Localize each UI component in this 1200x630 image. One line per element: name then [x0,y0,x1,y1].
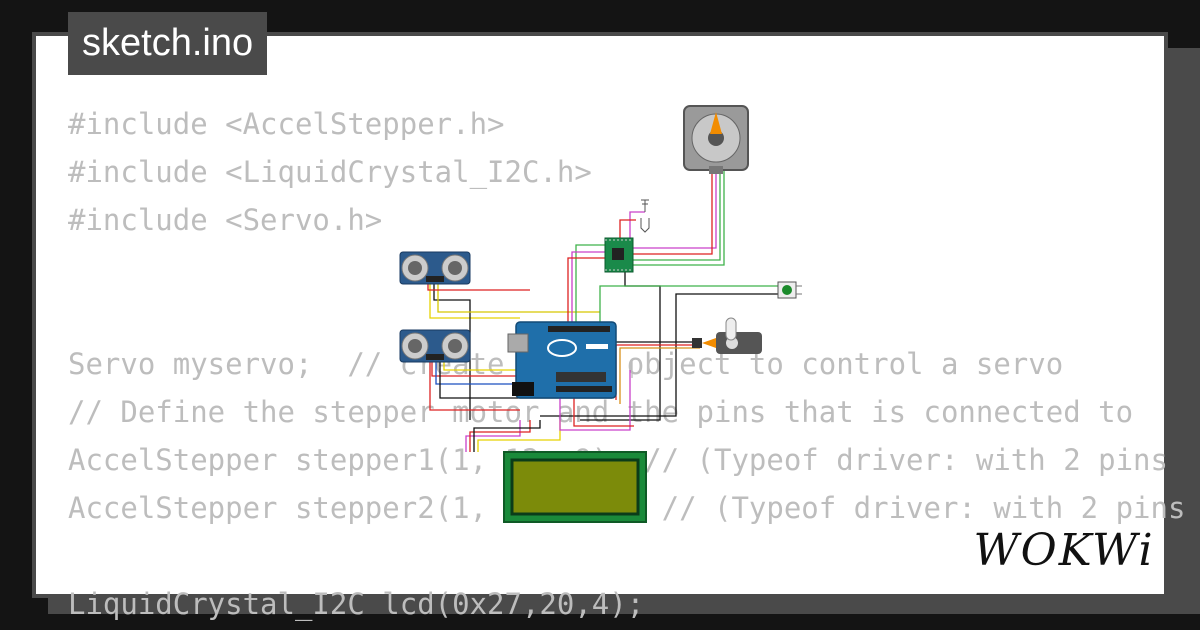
stepper-motor-icon [683,105,749,174]
ultrasonic-sensor-icon [399,251,471,285]
code-line-2: #include <LiquidCrystal_I2C.h> [68,155,592,189]
code-line-3: #include <Servo.h> [68,203,383,237]
code-line-9: AccelStepper stepper2(1, 11, 10); // (Ty… [68,491,1186,525]
file-tab: sketch.ino [68,12,268,75]
push-button-icon [777,281,802,299]
power-symbols [640,199,650,233]
wires [427,170,778,452]
code-line-8: AccelStepper stepper1(1, 12, 9); // (Typ… [68,443,1168,477]
wokwi-logo: WOKWi [973,524,1155,576]
code-line-11: LiquidCrystal_I2C lcd(0x27,20,4); [68,587,645,621]
code-preview: #include <AccelStepper.h> #include <Liqui… [68,100,1186,628]
arduino-uno-board [507,321,617,399]
stepper-driver-board [604,237,634,273]
servo-motor-icon [692,317,762,354]
ultrasonic-sensor-2-icon [399,329,471,363]
code-line-7: // Define the stepper motor and the pins… [68,395,1134,429]
lcd-display [503,451,647,523]
code-line-1: #include <AccelStepper.h> [68,107,505,141]
